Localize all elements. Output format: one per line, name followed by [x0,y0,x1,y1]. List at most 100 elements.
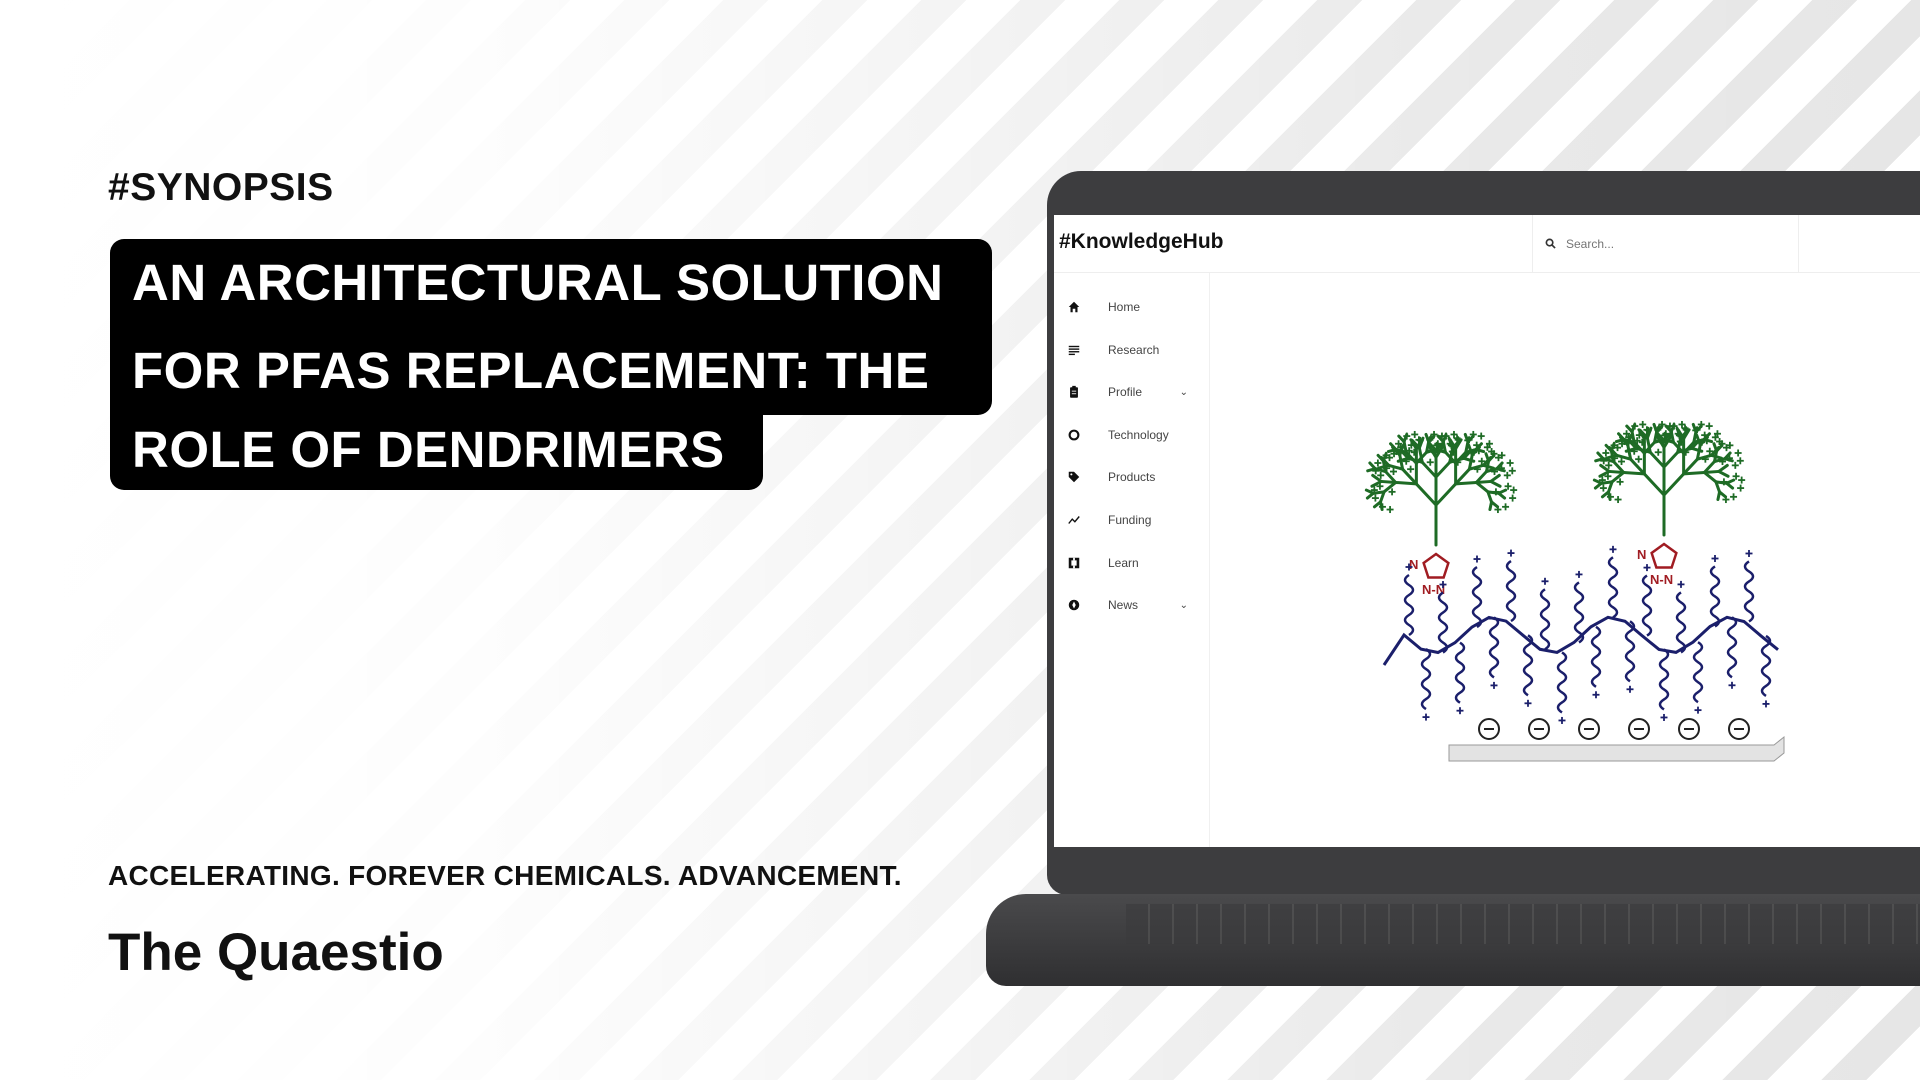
dendrimer-branch [1451,438,1462,450]
dendrimer-branch [1417,446,1424,464]
dendrimer-branch [1645,426,1653,440]
dendrimer-branch [1484,467,1499,474]
sidebar-item-learn[interactable]: Learn [1054,548,1204,578]
laptop-base [986,894,1920,986]
dendrimer-branch [1474,470,1488,484]
dendrimer-branch [1712,457,1727,464]
dendrimer-branch [1448,456,1466,464]
polymer-side-chain [1675,591,1687,654]
dendrimer-branch [1615,453,1633,461]
document-lines-icon [1066,342,1082,358]
chevron-down-icon[interactable]: ⌄ [1179,599,1188,611]
triazole-label-n: N [1409,557,1418,572]
dendrimer-branch [1662,472,1686,497]
tagline: ACCELERATING. FOREVER CHEMICALS. ADVANCE… [108,860,902,891]
chevron-down-icon[interactable]: ⌄ [1179,386,1188,398]
dendrimer-branch [1656,432,1665,441]
dendrimer-branch [1676,446,1694,454]
dendrimer-branch [1414,482,1438,507]
dendrimer-branch [1370,479,1383,488]
dendrimer-branch [1486,490,1501,495]
polymer-side-chain [1573,581,1585,644]
dendrimer-branch [1379,479,1398,484]
dendrimer-branch [1399,449,1410,460]
dendrimer-branch [1717,463,1729,473]
polymer-side-chain [1556,651,1568,714]
dendrimer-branch [1481,456,1492,467]
keyboard [1126,904,1920,944]
polymer-side-chain [1658,648,1670,711]
dendrimer-branch [1387,463,1405,471]
dendrimer-branch [1378,490,1386,504]
dendrimer-branch [1619,435,1630,447]
hashtag-label: #SYNOPSIS [108,166,334,209]
triazole-label-n: N [1637,547,1646,562]
dendrimer-branch [1702,469,1721,474]
dendrimer-branch [1394,480,1418,486]
search-input[interactable] [1564,235,1768,252]
dendrimer-branch [1669,422,1676,434]
dendrimer-branch [1622,470,1646,476]
sidebar-item-label: Research [1108,342,1160,357]
dendrimer-branch [1598,469,1611,478]
dendrimer-branch [1420,460,1438,479]
sidebar-item-products[interactable]: Products [1054,462,1204,492]
sidebar-item-label: Home [1108,300,1141,314]
dendrimer-branch [1709,453,1723,460]
dendrimer-branch [1402,432,1409,444]
headline-line-2: FOR PFAS REPLACEMENT: THE [110,327,992,415]
search-box[interactable] [1532,215,1799,272]
site-header: #KnowledgeHub [1054,215,1920,273]
site-title[interactable]: #KnowledgeHub [1059,230,1224,253]
clipboard-icon [1066,384,1082,400]
polymer-side-chain [1641,574,1653,637]
dendrimer-branch [1380,456,1391,467]
dendrimer-branch [1638,428,1649,440]
dendrimer-branch [1655,433,1666,449]
dendrimer-branch [1608,446,1619,457]
dendrimer-branch [1497,491,1507,500]
dendrimer-branch [1434,482,1458,507]
dendrimer-branch [1601,457,1616,464]
substrate-surface [1448,735,1785,762]
dendrimer-branch [1627,439,1638,450]
polymer-side-chain [1607,556,1619,619]
polymer-side-chain [1709,565,1721,628]
dendrimer-branch [1467,463,1485,471]
polymer-side-chain [1403,573,1415,637]
dendrimer-branch [1489,473,1501,483]
dendrimer-branch [1428,442,1437,451]
sidebar-item-technology[interactable]: Technology [1054,420,1204,450]
sidebar-item-news[interactable]: News ⌄ [1054,590,1204,620]
sidebar-item-label: News [1108,598,1139,613]
sidebar-item-profile[interactable]: Profile⌄ [1054,377,1204,407]
dendrimer-branch [1371,473,1383,483]
headline-line-3: ROLE OF DENDRIMERS [110,415,763,490]
triazole-label-n-n: N-N [1650,572,1673,587]
sidebar-item-funding[interactable]: Funding [1054,505,1204,535]
dendrimer-branch [1410,438,1421,450]
dendrimer-branch [1406,456,1424,464]
dendrimer-branch [1391,445,1402,457]
dendrimer-branch [1630,422,1637,434]
dendrimer-branch [1434,443,1445,459]
sidebar-item-label: Products [1108,470,1156,485]
dendrimer-branch [1676,436,1683,454]
dendrimer-branch [1368,461,1377,471]
compass-icon [1066,597,1082,613]
dendrimer-branch [1626,443,1633,461]
sidebar-item-label: Technology [1108,427,1169,442]
sidebar-item-research[interactable]: Research [1054,335,1204,365]
dendrimer-branch [1612,460,1626,474]
dendrimer-branch [1417,436,1425,450]
dendrimer-branch [1714,480,1729,485]
dendrimer-branch [1702,460,1716,474]
dendrimer-branch [1717,469,1730,478]
dendrimer-branch [1441,440,1447,454]
polymer-side-chain [1692,641,1704,704]
dendrimer-branch [1481,463,1495,470]
dendrimer-branch [1610,470,1626,484]
dendrimer-branch [1372,500,1382,509]
sidebar-item-home[interactable]: Home [1054,292,1204,322]
